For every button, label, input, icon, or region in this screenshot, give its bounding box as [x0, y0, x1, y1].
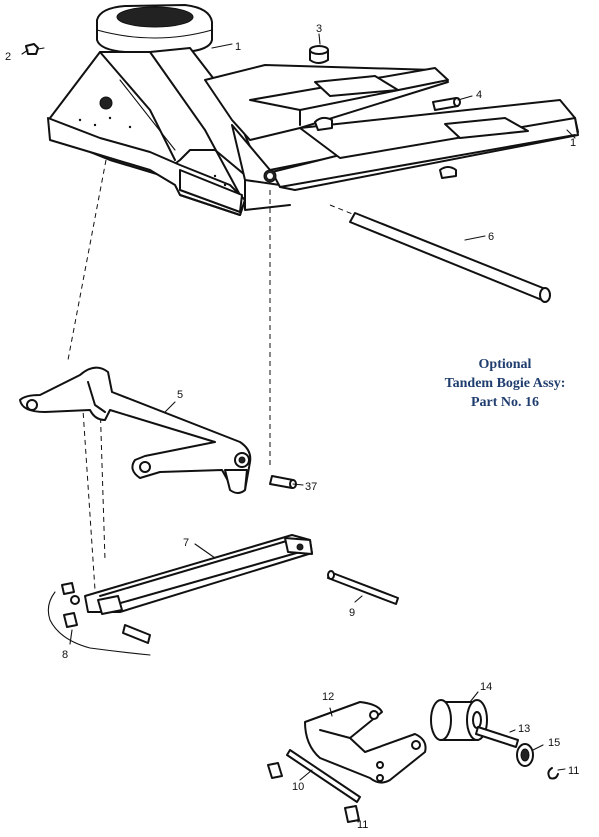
- note-line-1: Optional: [478, 357, 532, 372]
- bogie-bracket-part-12: [304, 701, 427, 784]
- callout-2: 2: [5, 51, 11, 63]
- alignment-lines: [67, 159, 356, 591]
- pin-part-4: [432, 97, 461, 111]
- note-line-3: Part No. 16: [470, 395, 540, 410]
- callout-6: 6: [488, 231, 494, 243]
- push-rod-part-7: [84, 534, 313, 615]
- callout-13: 13: [518, 723, 530, 735]
- note-line-2: Tandem Bogie Assy:: [444, 376, 566, 391]
- axle-rod-part-6: [349, 212, 551, 303]
- pin-part-37: [269, 475, 297, 489]
- callout-5: 5: [177, 389, 183, 401]
- pin-part-9: [327, 570, 399, 605]
- callout-7: 7: [183, 537, 189, 549]
- callout-3: 3: [316, 23, 322, 35]
- callout-14: 14: [480, 681, 492, 693]
- callout-8: 8: [62, 649, 68, 661]
- linkage-part-5: [19, 366, 252, 494]
- callout-12: 12: [322, 691, 334, 703]
- callout-37: 37: [305, 481, 317, 493]
- bearing-part-15: [516, 743, 534, 767]
- callout-1b: 1: [570, 137, 576, 149]
- callout-11b: 11: [357, 819, 368, 831]
- optional-tandem-bogie-note: Optional Tandem Bogie Assy: Part No. 16: [430, 355, 580, 412]
- roller-wheel-part-14: [430, 699, 488, 741]
- fork-frame-part-1: [47, 4, 579, 216]
- screw-part-2: [25, 43, 45, 55]
- callout-9: 9: [349, 607, 355, 619]
- circlip-part-11: [547, 767, 559, 780]
- bushing-part-3: [309, 45, 329, 64]
- callout-10: 10: [292, 781, 304, 793]
- leader-lines: [21, 33, 576, 823]
- callout-labels: 1 1 2 3 4 6 5 37 7 8 9 12 14 13 15 11 10…: [5, 23, 579, 831]
- bolt-assembly-part-8: [47, 582, 151, 656]
- callout-11a: 11: [568, 765, 579, 777]
- axle-part-13: [475, 726, 519, 748]
- callout-15: 15: [548, 737, 560, 749]
- callout-4: 4: [476, 89, 482, 101]
- callout-1a: 1: [235, 41, 241, 53]
- pin-part-10: [267, 749, 361, 823]
